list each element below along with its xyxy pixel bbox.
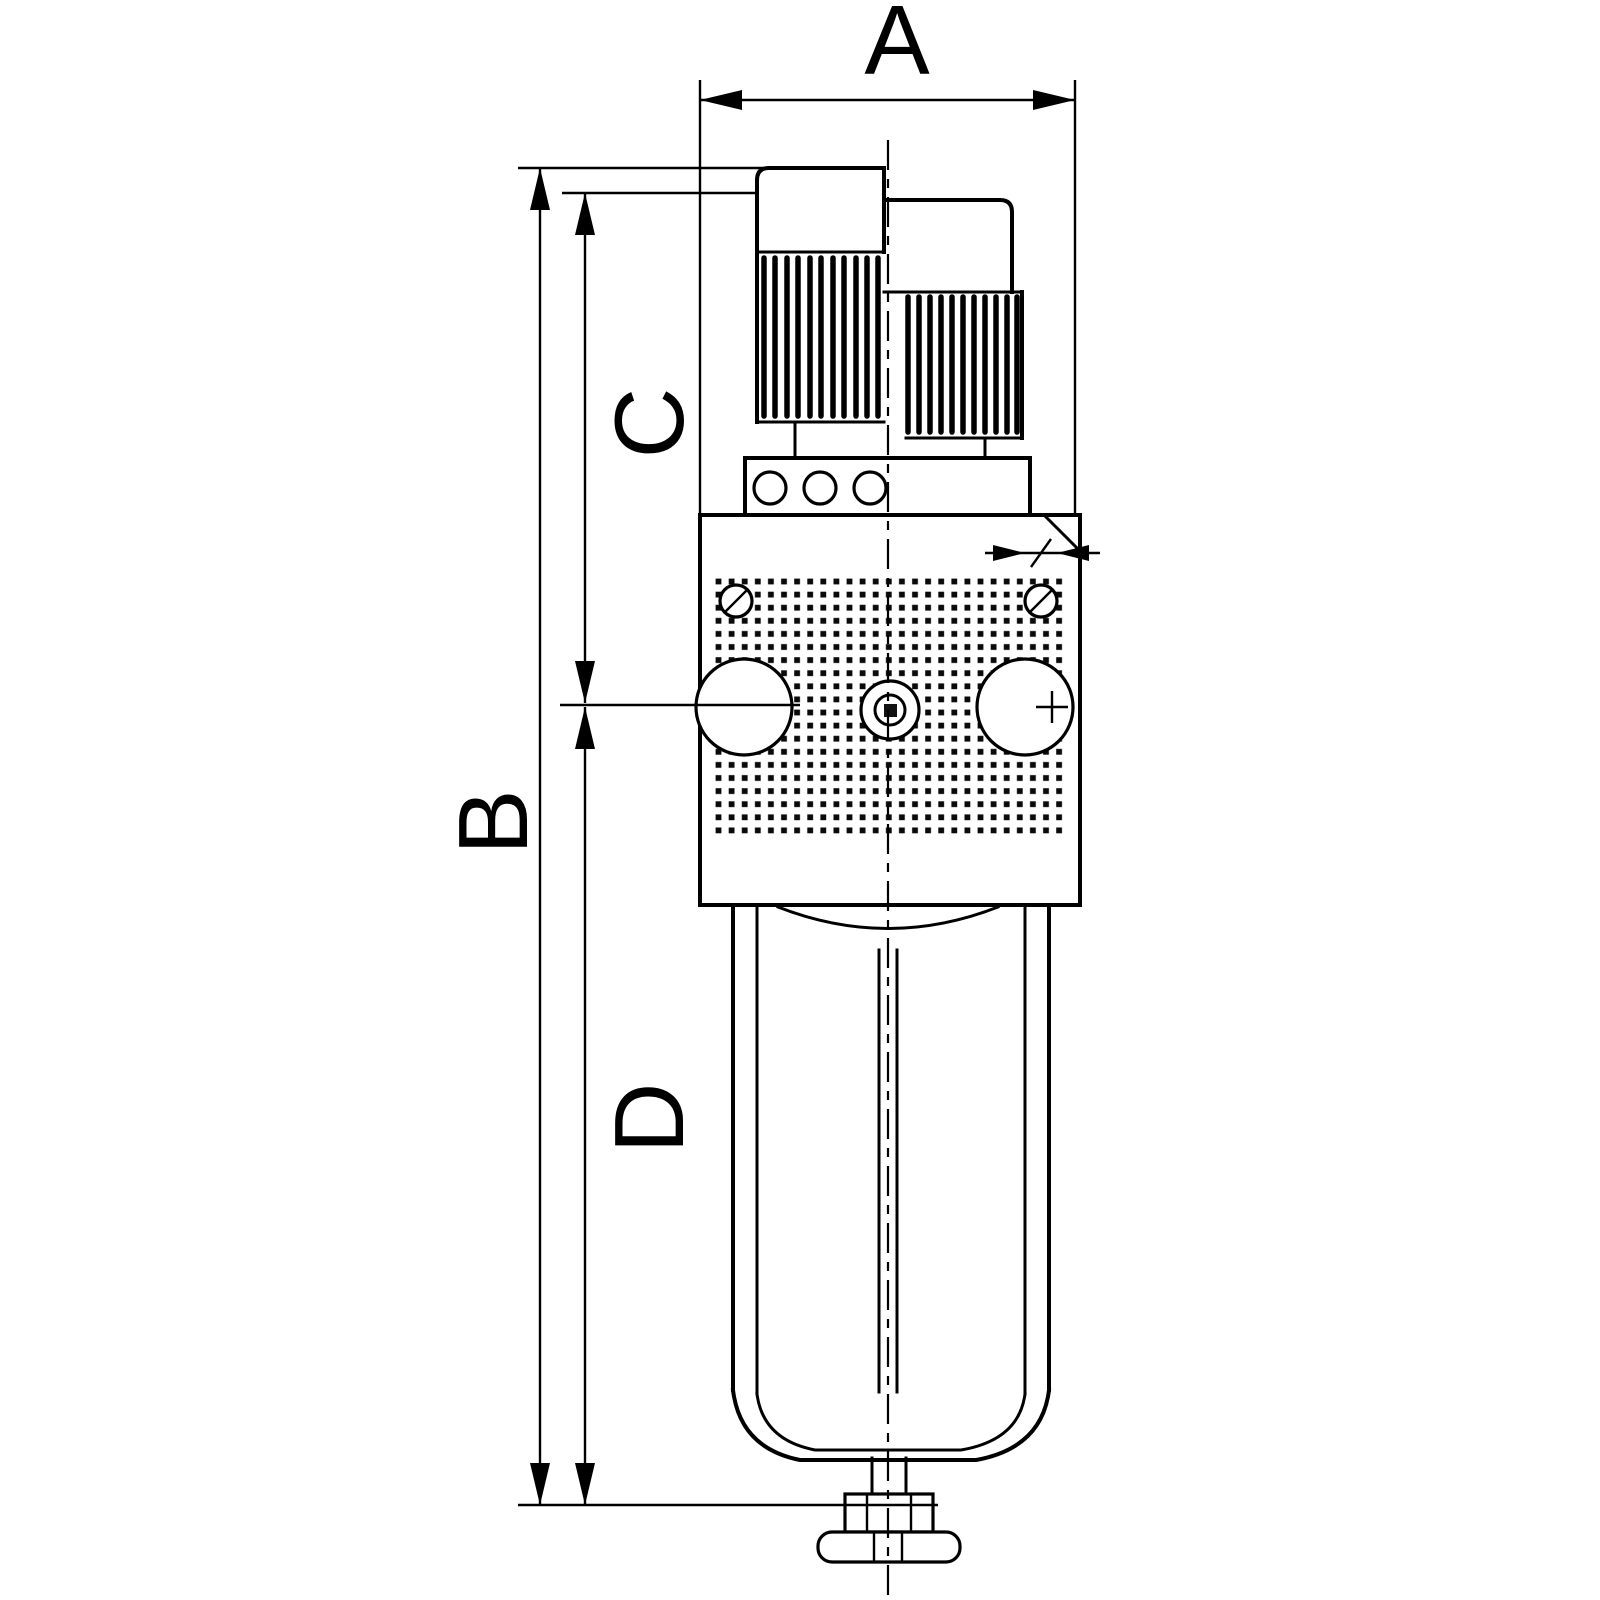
arrowhead [575, 661, 595, 703]
regulator-body [694, 512, 1100, 930]
dimension-a: A [698, 0, 1077, 515]
center-boss-hole [884, 704, 897, 717]
dimension-c: C [560, 191, 800, 707]
small-dimension-callout [985, 538, 1100, 568]
arrowhead [700, 90, 742, 110]
arrowhead [530, 1463, 550, 1505]
body-chamfer [1041, 512, 1083, 554]
arrowhead [530, 168, 550, 210]
screw-right-slot [1029, 589, 1053, 613]
center-boss-inner [873, 693, 907, 727]
dimension-b: B [438, 166, 938, 1507]
knob-cap-left [755, 166, 886, 254]
dimension-d: D [575, 707, 704, 1505]
bowl-bottom-inner [755, 1392, 1027, 1452]
port-right [975, 657, 1075, 757]
knob-cap-right [882, 198, 1014, 294]
dim-label-d: D [594, 1083, 704, 1154]
dim-label-b: B [438, 789, 548, 854]
collar-ball [852, 470, 888, 506]
knob-knurl-left [761, 255, 881, 419]
port-left [694, 657, 794, 757]
collar-ball [802, 470, 838, 506]
screw-left-slot [724, 589, 748, 613]
arrowhead [1033, 90, 1075, 110]
bonnet-collar [743, 456, 1032, 519]
arrowhead [575, 1463, 595, 1505]
regulator-knob [755, 166, 1024, 460]
arrowhead [575, 707, 595, 749]
collar-ball [752, 470, 788, 506]
dim-label-c: C [594, 388, 704, 459]
filter-bowl [730, 903, 1052, 1462]
dim-label-a: A [864, 0, 930, 95]
arrowhead [575, 193, 595, 235]
knob-knurl-right [905, 294, 1020, 435]
